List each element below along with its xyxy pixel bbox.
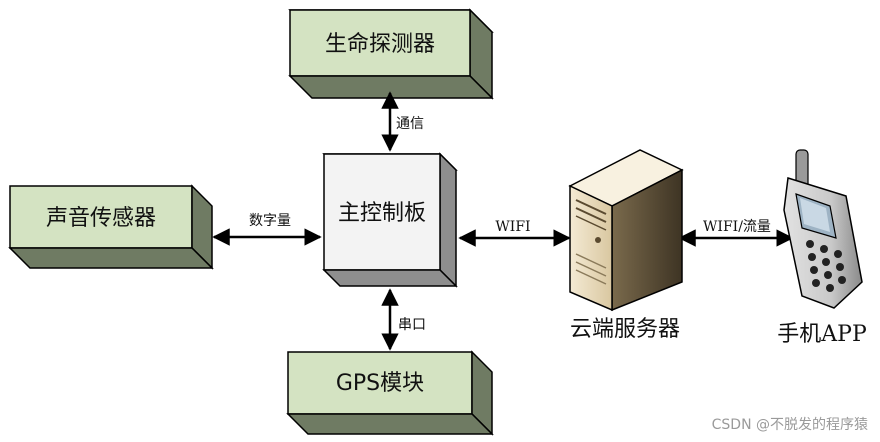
life-detector-label: 生命探测器 bbox=[325, 32, 435, 57]
connector-left-label: 数字量 bbox=[249, 213, 291, 229]
connector-wifi-cellular-label: WIFI/流量 bbox=[703, 219, 771, 235]
phone-app-label: 手机APP bbox=[777, 322, 867, 347]
connector-top-label: 通信 bbox=[396, 116, 424, 132]
sound-sensor-box: 声音传感器 bbox=[8, 184, 214, 270]
connector-bottom-label: 串口 bbox=[398, 317, 426, 333]
sound-sensor-label: 声音传感器 bbox=[46, 206, 156, 231]
connector-wifi-label: WIFI bbox=[495, 219, 530, 235]
cloud-server-label: 云端服务器 bbox=[570, 317, 680, 342]
gps-module-label: GPS模块 bbox=[336, 371, 424, 396]
life-detector-box: 生命探测器 bbox=[288, 8, 494, 100]
watermark-text: CSDN @不脱发的程序猿 bbox=[712, 417, 868, 433]
phone-icon bbox=[783, 149, 863, 309]
main-board-box: 主控制板 bbox=[322, 152, 458, 288]
main-board-label: 主控制板 bbox=[338, 201, 426, 226]
server-icon bbox=[568, 149, 684, 312]
gps-module-box: GPS模块 bbox=[286, 350, 494, 436]
